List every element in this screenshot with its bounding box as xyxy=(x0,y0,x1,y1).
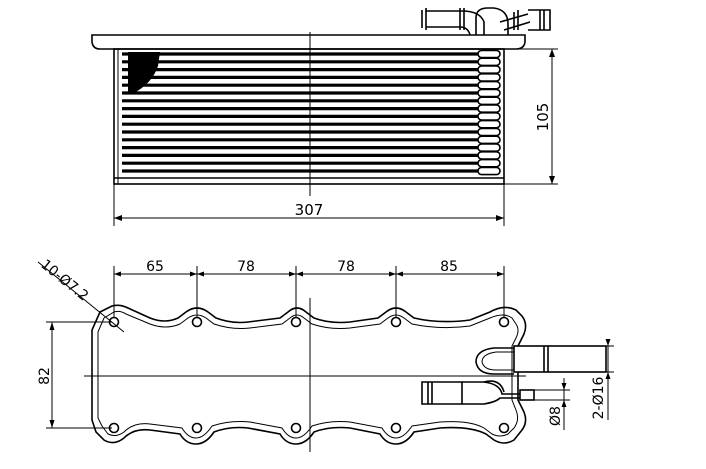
flange-outline xyxy=(91,304,527,445)
end-tube xyxy=(477,104,501,113)
pipe-small-dimension: Ø8 xyxy=(534,378,570,430)
top-pipes xyxy=(421,7,551,36)
hole xyxy=(498,316,510,328)
end-tube xyxy=(477,49,501,59)
pipe-large-dimension: 2-Ø16 xyxy=(591,339,614,420)
hole xyxy=(390,316,402,328)
spacing-label-1: 65 xyxy=(146,259,164,275)
height-dimension: 105 xyxy=(504,48,558,185)
bottom-view: 65 78 78 85 10-Ø7.2 82 Ø8 xyxy=(37,257,614,452)
length-dimension: 307 xyxy=(113,184,505,226)
end-tube xyxy=(477,158,501,168)
end-tubes xyxy=(477,49,501,176)
spacing-dimensions: 65 78 78 85 xyxy=(113,259,505,318)
hole xyxy=(191,422,203,434)
top-view: 105 307 xyxy=(91,7,558,226)
end-tube xyxy=(477,119,501,129)
pipe-large-label: 2-Ø16 xyxy=(591,377,607,420)
hole-callout: 10-Ø7.2 xyxy=(37,257,125,333)
end-tube xyxy=(477,65,501,74)
pipe-small-label: Ø8 xyxy=(548,406,564,426)
end-tube xyxy=(477,135,501,145)
hole xyxy=(290,422,302,434)
end-tube xyxy=(477,166,501,176)
end-tube xyxy=(477,80,501,90)
core-shading xyxy=(128,52,160,94)
end-tube xyxy=(477,57,501,67)
width-dimension: 82 xyxy=(37,321,112,429)
hole xyxy=(191,316,203,328)
end-tube xyxy=(477,127,501,137)
width-label: 82 xyxy=(37,367,53,385)
hole xyxy=(498,422,510,434)
hole xyxy=(290,316,302,328)
flange-inner-outline xyxy=(97,310,519,439)
fins xyxy=(122,52,478,173)
end-tube xyxy=(477,151,501,160)
length-label: 307 xyxy=(295,201,324,219)
bottom-pipes xyxy=(421,345,607,405)
end-tube xyxy=(477,88,501,98)
end-tube xyxy=(477,143,501,152)
top-plate xyxy=(91,34,526,50)
hole xyxy=(390,422,402,434)
core-body xyxy=(113,48,505,185)
height-label: 105 xyxy=(534,103,552,132)
end-tube xyxy=(477,96,501,106)
spacing-label-3: 78 xyxy=(337,259,355,275)
end-tube xyxy=(477,112,501,121)
hole-callout-label: 10-Ø7.2 xyxy=(37,257,91,305)
spacing-label-2: 78 xyxy=(237,259,255,275)
mounting-holes xyxy=(108,316,510,434)
end-tube xyxy=(477,73,501,82)
spacing-label-4: 85 xyxy=(440,259,458,275)
